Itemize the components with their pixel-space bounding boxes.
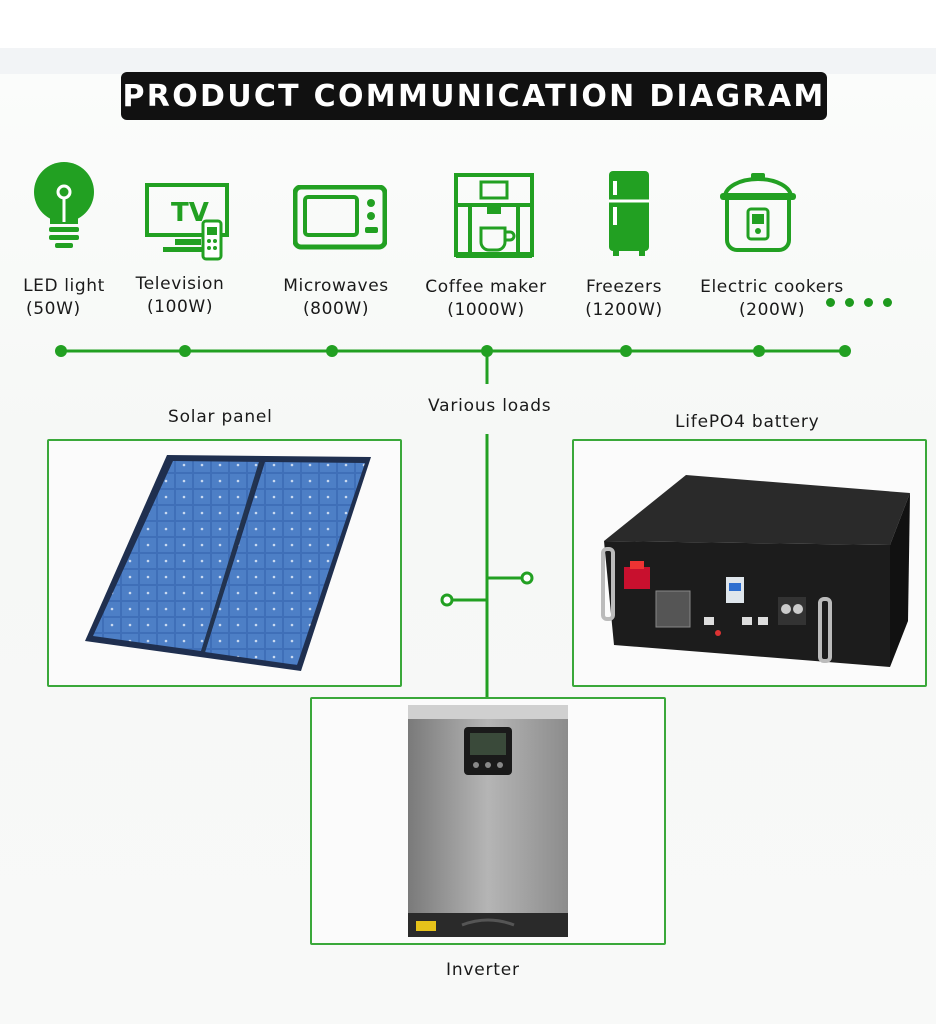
load-name: LED light xyxy=(23,276,105,296)
coffee-maker-icon xyxy=(453,172,535,260)
load-name: Electric cookers xyxy=(700,277,844,297)
load-name: Freezers xyxy=(585,277,663,297)
load-power: (1200W) xyxy=(585,300,663,320)
load-label-coffee: Coffee maker (1000W) xyxy=(412,276,560,322)
load-label-tv: Television (100W) xyxy=(120,273,240,319)
inverter-label: Inverter xyxy=(446,960,520,980)
battery-label: LifePO4 battery xyxy=(675,412,820,432)
load-power: (1000W) xyxy=(447,300,525,320)
bus-node xyxy=(326,345,338,357)
inverter-frame xyxy=(310,697,666,945)
solar-panel-image xyxy=(85,455,371,671)
bus-node xyxy=(620,345,632,357)
load-name: Microwaves xyxy=(283,276,389,296)
load-label-microwave: Microwaves (800W) xyxy=(268,275,404,321)
solar-panel-label: Solar panel xyxy=(168,407,273,427)
rice-cooker-icon xyxy=(719,171,797,253)
load-label-freezer: Freezers (1200W) xyxy=(572,276,676,322)
bus-node xyxy=(55,345,67,357)
bus-node xyxy=(481,345,493,357)
battery-frame xyxy=(572,439,927,687)
page-title: PRODUCT COMMUNICATION DIAGRAM xyxy=(121,72,827,120)
tv-icon: TV xyxy=(145,183,233,263)
load-power: (100W) xyxy=(146,297,214,317)
various-loads-label: Various loads xyxy=(428,396,552,416)
inverter-image xyxy=(408,705,568,937)
microwave-icon xyxy=(293,185,387,251)
battery-image xyxy=(601,475,910,667)
bus-node xyxy=(753,345,765,357)
freezer-icon xyxy=(607,169,651,257)
load-label-led: LED light (50W) xyxy=(12,275,116,321)
bus-node xyxy=(839,345,851,357)
top-band xyxy=(0,48,936,74)
load-name: Television xyxy=(135,274,225,294)
load-power: (200W) xyxy=(738,300,806,320)
load-power: (50W) xyxy=(26,299,81,319)
load-power: (800W) xyxy=(302,299,370,319)
solar-panel-frame xyxy=(47,439,402,687)
led-bulb-icon xyxy=(31,160,97,250)
more-loads-ellipsis xyxy=(826,292,902,311)
bus-node xyxy=(179,345,191,357)
load-name: Coffee maker xyxy=(425,277,547,297)
load-label-cooker: Electric cookers (200W) xyxy=(686,276,858,322)
